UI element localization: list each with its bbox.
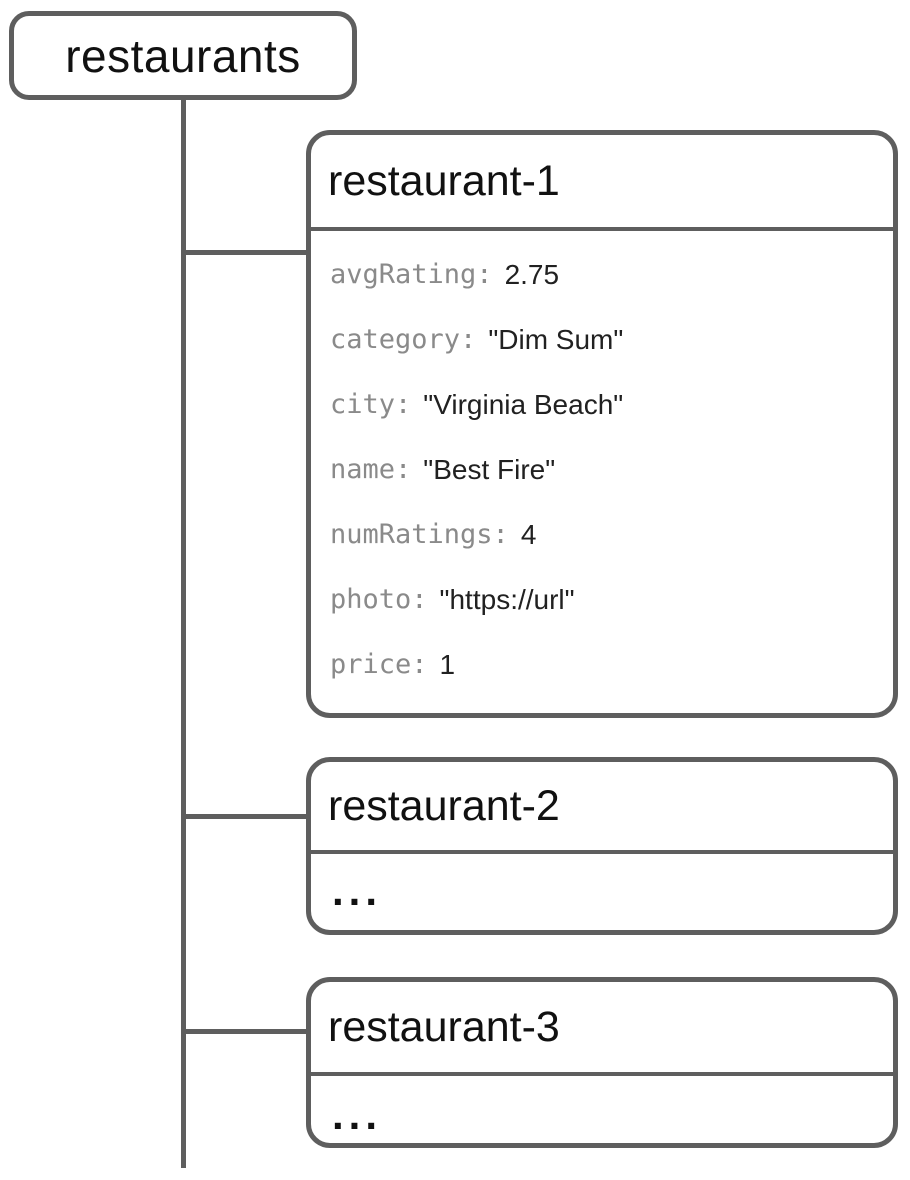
- collection-node-restaurants: restaurants: [9, 11, 357, 100]
- field-row-avgRating: avgRating: 2.75: [330, 242, 893, 307]
- field-key: price:: [330, 649, 428, 680]
- field-value: 4: [520, 518, 537, 550]
- document-card-restaurant-1: restaurant-1 avgRating: 2.75 category: "…: [306, 130, 898, 718]
- field-row-numRatings: numRatings: 4: [330, 502, 893, 567]
- field-value: "Dim Sum": [488, 323, 624, 355]
- field-row-category: category: "Dim Sum": [330, 307, 893, 372]
- document-card-restaurant-3: restaurant-3 ...: [306, 977, 898, 1148]
- field-value: 2.75: [504, 258, 560, 290]
- field-key: avgRating:: [330, 259, 493, 290]
- document-card-restaurant-2: restaurant-2 ...: [306, 757, 898, 935]
- field-value: "Virginia Beach": [423, 388, 624, 420]
- field-row-price: price: 1: [330, 632, 893, 697]
- field-value: "https://url": [439, 583, 575, 615]
- branch-line-restaurant-1: [183, 250, 308, 255]
- document-title: restaurant-2: [311, 762, 893, 854]
- document-fields: avgRating: 2.75 category: "Dim Sum" city…: [311, 231, 893, 697]
- field-row-name: name: "Best Fire": [330, 437, 893, 502]
- field-key: photo:: [330, 584, 428, 615]
- branch-line-restaurant-3: [183, 1029, 308, 1034]
- field-key: city:: [330, 389, 412, 420]
- field-row-city: city: "Virginia Beach": [330, 372, 893, 437]
- branch-line-restaurant-2: [183, 814, 308, 819]
- document-title: restaurant-1: [311, 135, 893, 231]
- document-title: restaurant-3: [311, 982, 893, 1076]
- field-value: 1: [439, 648, 456, 680]
- field-row-photo: photo: "https://url": [330, 567, 893, 632]
- field-key: numRatings:: [330, 519, 509, 550]
- field-key: name:: [330, 454, 412, 485]
- field-value: "Best Fire": [423, 453, 556, 485]
- collection-label: restaurants: [65, 29, 301, 82]
- field-key: category:: [330, 324, 477, 355]
- collapsed-fields-ellipsis: ...: [332, 866, 383, 914]
- collapsed-fields-ellipsis: ...: [332, 1090, 383, 1138]
- tree-trunk-line: [181, 99, 186, 1168]
